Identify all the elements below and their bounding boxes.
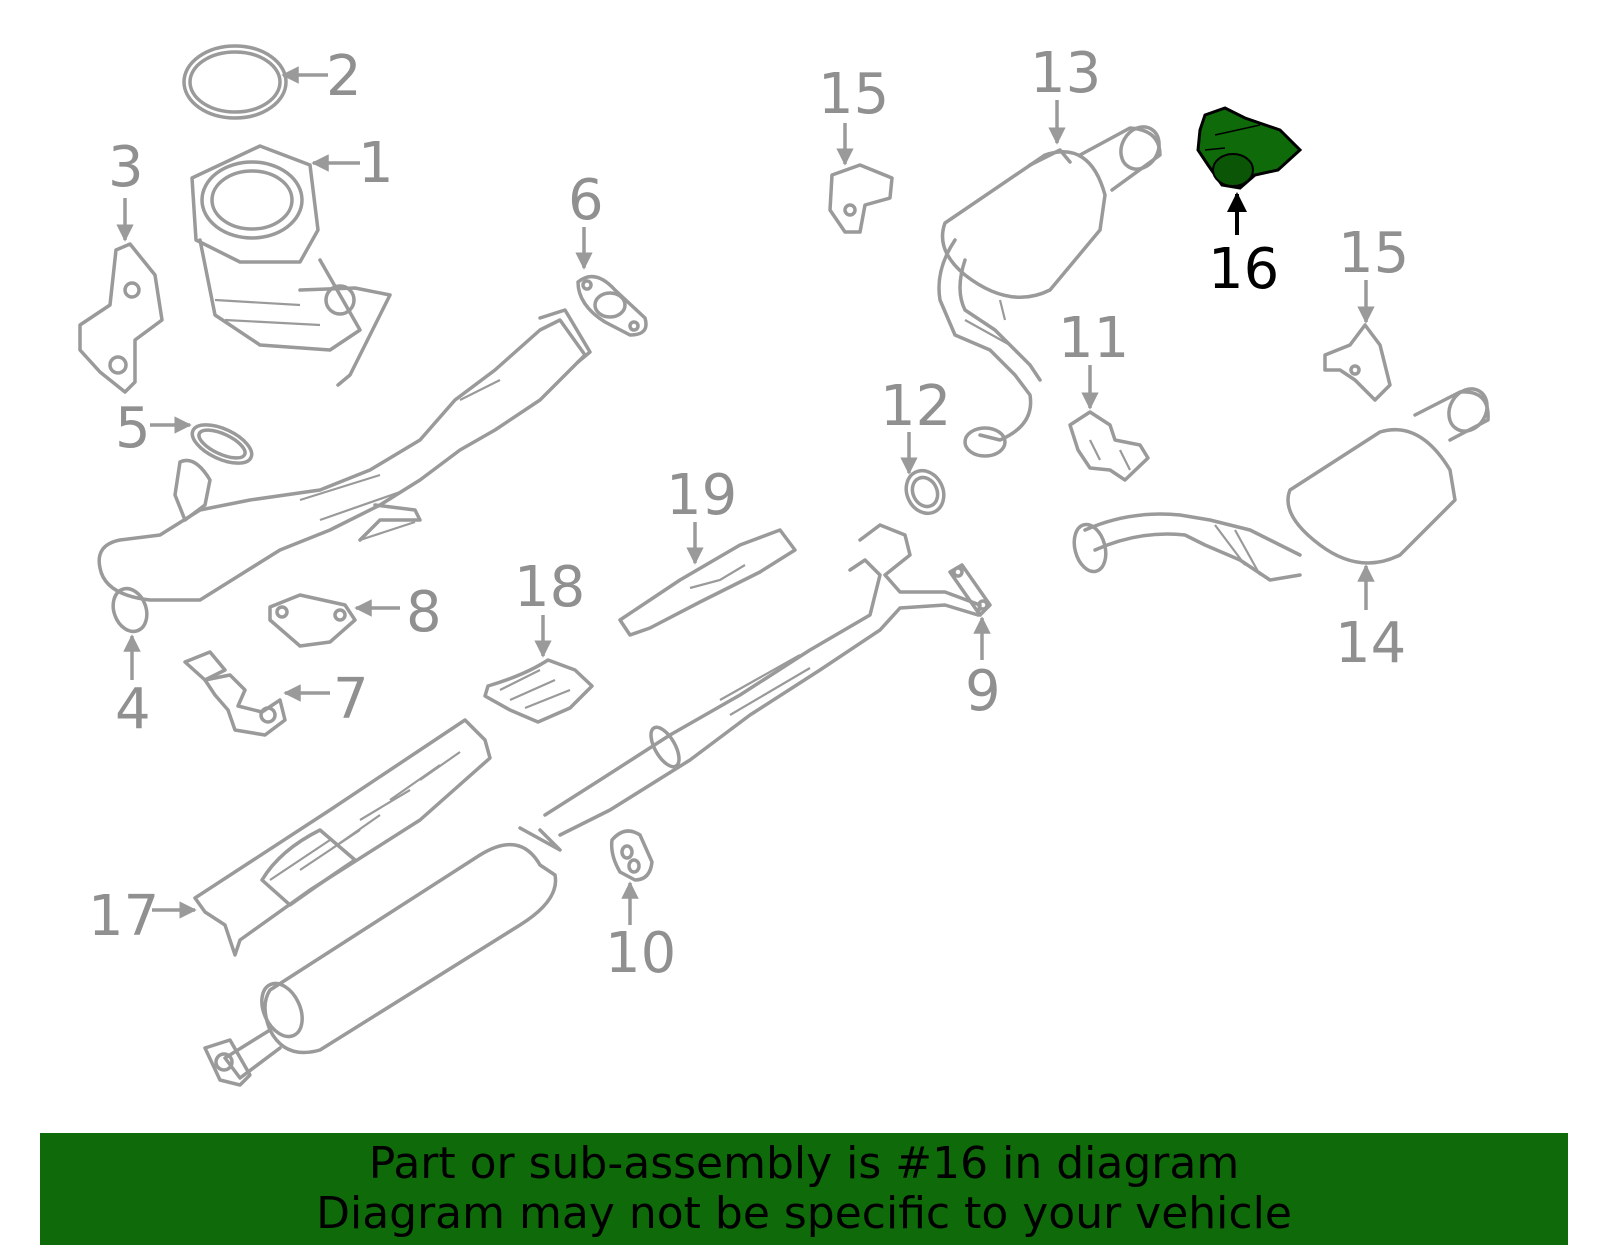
callout-label: 2 <box>326 44 362 109</box>
part-3-bracket <box>78 242 164 394</box>
callout-2: 2 <box>281 44 362 109</box>
callout-label: 9 <box>965 659 1001 724</box>
part-1-catalytic-converter <box>190 144 392 387</box>
part-16-exhaust-finisher <box>1196 106 1303 190</box>
banner-line-1: Part or sub-assembly is #16 in diagram <box>368 1138 1240 1189</box>
callout-label: 15 <box>818 62 889 127</box>
callout-7: 7 <box>283 667 369 732</box>
callout-label: 12 <box>880 374 951 439</box>
callout-label: 11 <box>1058 306 1129 371</box>
callout-9: 9 <box>965 616 1001 724</box>
callout-label: 10 <box>605 921 676 986</box>
callout-13: 13 <box>1030 41 1101 145</box>
part-13-muffler-left <box>937 125 1162 458</box>
callout-label: 4 <box>115 677 151 742</box>
callout-label: 18 <box>514 555 585 620</box>
callout-19: 19 <box>666 463 737 565</box>
info-banner: Part or sub-assembly is #16 in diagram D… <box>40 1133 1568 1245</box>
part-14-muffler-right <box>1072 387 1490 582</box>
callout-label: 19 <box>666 463 737 528</box>
callout-label: 1 <box>358 131 394 196</box>
callout-label: 17 <box>88 884 159 949</box>
part-7-sensor <box>183 650 287 737</box>
callout-5: 5 <box>115 396 192 461</box>
callout-6: 6 <box>568 168 604 270</box>
callout-label: 16 <box>1208 237 1279 302</box>
callout-1: 1 <box>311 131 394 196</box>
part-19-insulator <box>618 528 797 637</box>
callout-11: 11 <box>1058 306 1129 410</box>
part-17-insulator <box>193 718 492 957</box>
part-8-insulator <box>268 593 357 648</box>
part-6-gasket <box>576 274 648 337</box>
part-10-rubber-hanger <box>609 829 654 882</box>
callout-label: 15 <box>1338 221 1409 286</box>
callout-4: 4 <box>115 634 151 742</box>
callout-18: 18 <box>514 555 585 658</box>
callout-15-right: 15 <box>1338 221 1409 324</box>
part-4-front-pipe <box>97 308 592 634</box>
part-15-bracket-right <box>1323 323 1392 402</box>
callout-label: 8 <box>406 580 442 645</box>
part-11-hanger <box>1068 410 1150 482</box>
callout-label: 14 <box>1335 611 1406 676</box>
callout-14: 14 <box>1335 564 1406 676</box>
part-5-gasket <box>190 423 254 465</box>
callout-16-highlighted: 16 <box>1208 192 1279 302</box>
callout-10: 10 <box>605 881 676 986</box>
banner-line-2: Diagram may not be specific to your vehi… <box>316 1188 1292 1239</box>
callout-17: 17 <box>88 884 197 949</box>
callout-3: 3 <box>108 135 144 242</box>
callout-label: 7 <box>333 667 369 732</box>
center-pipe-resonator <box>203 523 982 1087</box>
callout-8: 8 <box>354 580 442 645</box>
callout-label: 5 <box>115 396 151 461</box>
part-18-heat-shield <box>483 658 594 724</box>
callout-label: 6 <box>568 168 604 233</box>
callout-label: 3 <box>108 135 144 200</box>
part-15-bracket-top <box>828 163 894 234</box>
callout-label: 13 <box>1030 41 1101 106</box>
callout-15-top: 15 <box>818 62 889 166</box>
part-12-gasket <box>904 468 946 516</box>
part-2-gasket <box>182 44 288 120</box>
callout-12: 12 <box>880 374 951 475</box>
